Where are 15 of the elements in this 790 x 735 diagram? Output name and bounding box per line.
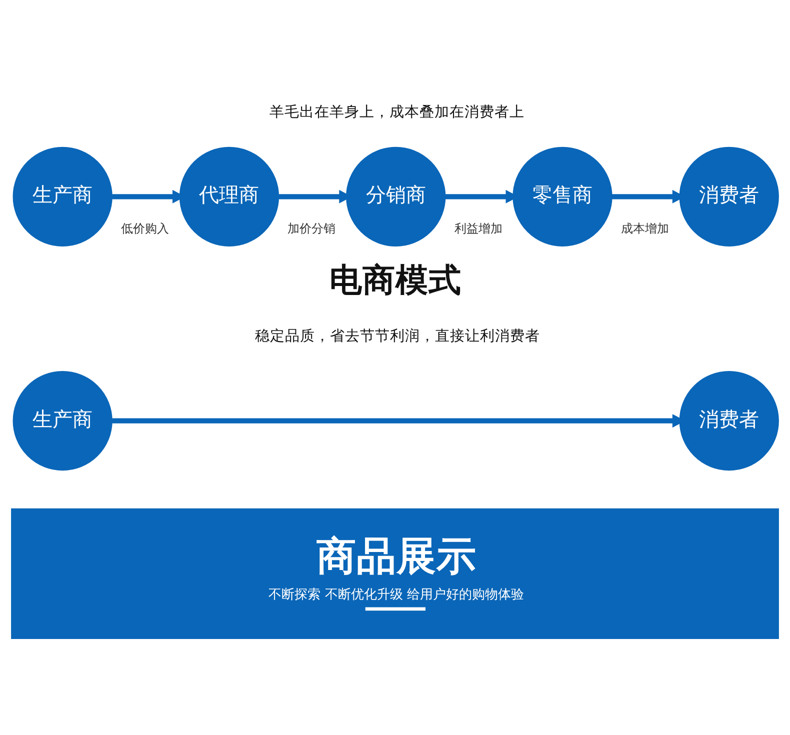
edge-label: 低价购入 — [121, 220, 170, 235]
node-circle: 生产商 — [12, 146, 112, 246]
edge-label: 利益增加 — [454, 220, 502, 235]
node-circle: 分销商 — [346, 146, 446, 246]
edge-label: 成本增加 — [621, 220, 670, 235]
node-box: 商品展示 不断探索 不断优化升级 给用户好的购物体验 — [11, 508, 779, 638]
node-circle: 零售商 — [512, 146, 612, 246]
label: 电商模式 — [330, 260, 462, 299]
node-circle: 生产商 — [12, 370, 112, 470]
label: 羊毛出在羊身上，成本叠加在消费者上 — [270, 102, 525, 120]
edge-label: 加价分销 — [288, 220, 336, 235]
node-circle: 消费者 — [679, 146, 779, 246]
label: 稳定品质，省去节节利润，直接让利消费者 — [254, 327, 540, 344]
node-circle: 消费者 — [679, 370, 779, 470]
node-circle: 代理商 — [179, 146, 280, 246]
